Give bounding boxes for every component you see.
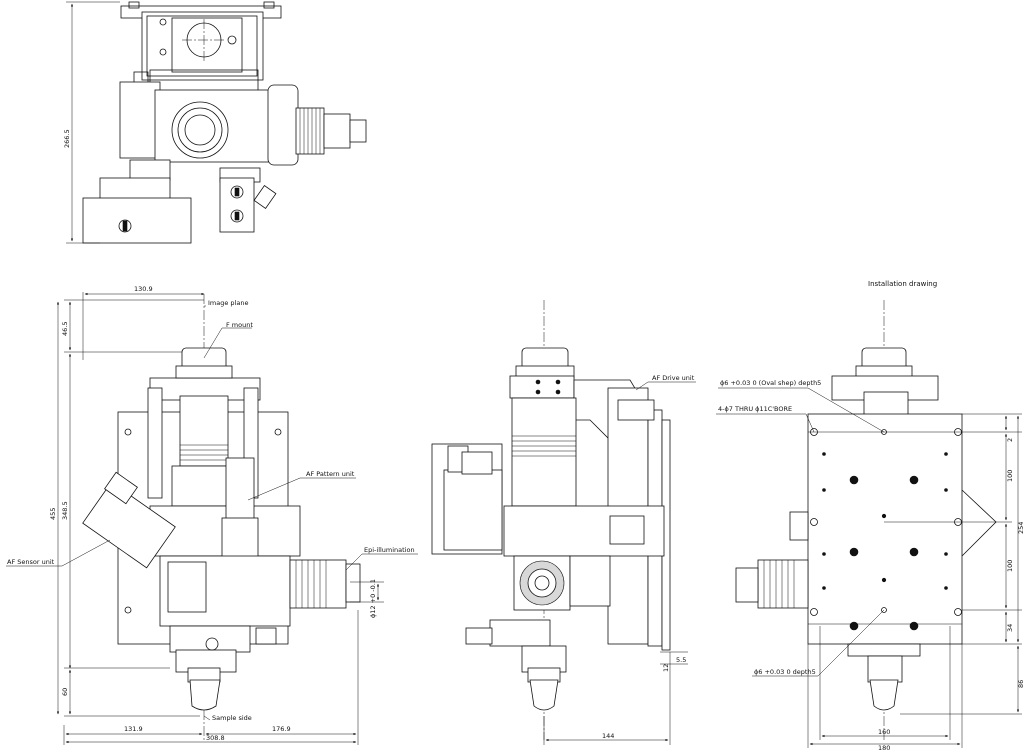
dim-455: 455 <box>49 508 57 520</box>
dim-60: 60 <box>61 688 69 696</box>
dim-308-8: 308.8 <box>206 734 225 742</box>
label-af-sensor-unit: AF Sensor unit <box>7 558 55 566</box>
label-f-mount: F mount <box>226 321 253 329</box>
note-hole-bore: 4-ϕ7 THRU ϕ11C'BORE <box>718 405 792 413</box>
dim-12: 12 <box>662 664 670 672</box>
top-view: 266.5 <box>63 1 367 244</box>
dim-254: 254 <box>1017 522 1024 534</box>
label-image-plane: Image plane <box>208 299 248 307</box>
front-epi-knurl <box>295 560 327 608</box>
dim-d12: ϕ12 +0 -0.1 <box>369 579 377 618</box>
label-epi-illumination: Epi-illumination <box>364 546 415 554</box>
dim-131-9: 131.9 <box>124 725 143 733</box>
dim-144: 144 <box>602 732 614 740</box>
installation-title: Installation drawing <box>868 280 937 288</box>
dim-5-5: 5.5 <box>676 656 686 664</box>
dim-180: 180 <box>878 744 890 751</box>
label-af-drive-unit: AF Drive unit <box>652 374 695 382</box>
dim-34: 34 <box>1006 624 1014 632</box>
side-view: 144 5.5 12 AF Drive unit <box>431 300 696 745</box>
dim-130-9: 130.9 <box>134 285 153 293</box>
dim-86: 86 <box>1017 680 1024 688</box>
dim-100b: 100 <box>1006 560 1014 572</box>
front-view: 130.9 46.5 455 348.5 60 131.9 176.9 308.… <box>6 285 418 745</box>
top-knurl <box>299 108 321 154</box>
note-hole-depth: ϕ6 +0.03 0 depth5 <box>754 668 816 676</box>
installation-view: Installation drawing <box>716 280 1024 751</box>
front-knurl <box>180 444 228 461</box>
label-sample-side: Sample side <box>212 714 252 722</box>
note-hole-oval: ϕ6 +0.03 0 (Oval shep) depth5 <box>720 379 821 387</box>
install-knurl <box>763 560 795 608</box>
dim-266-5: 266.5 <box>63 129 71 148</box>
dim-46-5: 46.5 <box>61 322 69 336</box>
dim-176-9: 176.9 <box>272 725 291 733</box>
dim-2: 2 <box>1006 438 1014 442</box>
dim-100a: 100 <box>1006 470 1014 482</box>
label-af-pattern-unit: AF Pattern unit <box>306 470 355 478</box>
dim-348-5: 348.5 <box>61 501 69 520</box>
side-knurl <box>512 435 576 457</box>
dim-160: 160 <box>878 728 890 736</box>
